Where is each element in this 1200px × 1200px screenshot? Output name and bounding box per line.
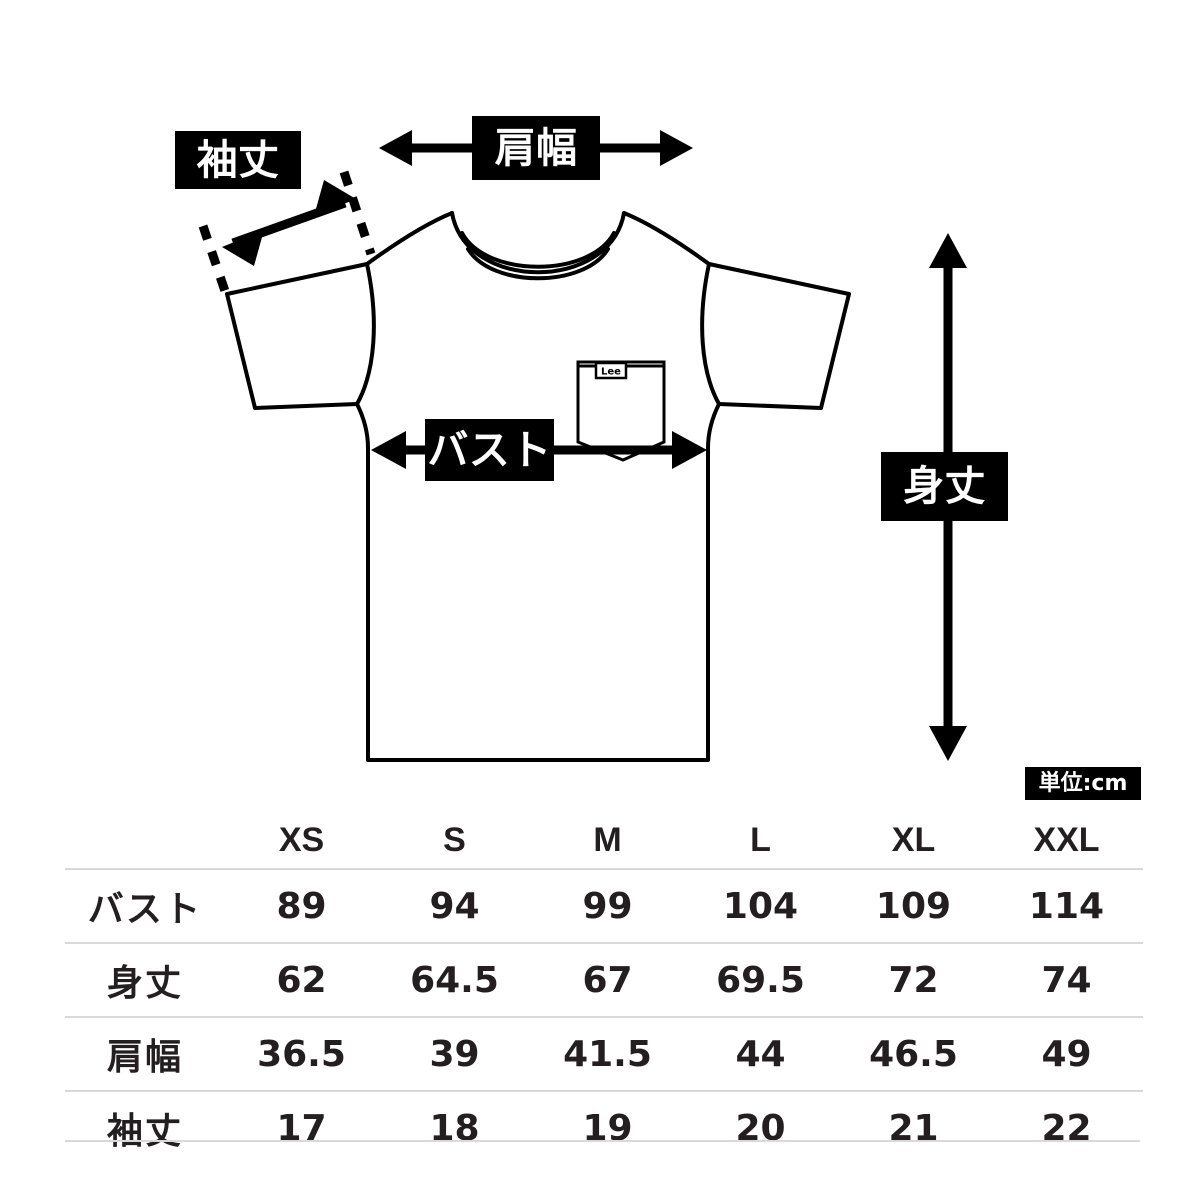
cell-bust-xs: 89 <box>225 868 378 943</box>
pocket-tag-label: Lee <box>601 367 621 378</box>
cell-length-s: 64.5 <box>378 942 531 1017</box>
cell-bust-s: 94 <box>378 868 531 943</box>
cell-sleeve-xxl: 22 <box>990 1090 1143 1164</box>
sleeve-length-arrow <box>222 180 356 266</box>
cell-bust-xl: 109 <box>837 868 990 943</box>
table-row: 身丈 62 64.5 67 69.5 72 74 <box>65 942 1143 1017</box>
callout-bust: バスト <box>425 419 554 481</box>
column-header-s: S <box>443 820 466 859</box>
cell-bust-xxl: 114 <box>990 868 1143 943</box>
row-label-body-length: 身丈 <box>65 942 225 1017</box>
callout-shoulder-width: 肩幅 <box>472 116 600 180</box>
column-header-l: L <box>750 820 771 859</box>
size-table: XS S M L XL XXL バスト 89 94 99 104 109 114… <box>65 812 1143 1164</box>
row-label-bust: バスト <box>65 868 225 943</box>
pocket-brand-tag: Lee <box>594 361 628 380</box>
sleeve-guide-outer <box>198 224 233 302</box>
table-row: 袖丈 17 18 19 20 21 22 <box>65 1090 1143 1164</box>
callout-sleeve-length: 袖丈 <box>175 131 301 189</box>
table-bottom-rule <box>65 1140 1140 1142</box>
cell-shoulder-xs: 36.5 <box>225 1016 378 1091</box>
cell-shoulder-s: 39 <box>378 1016 531 1091</box>
column-header-m: M <box>593 820 622 859</box>
collar <box>450 211 626 281</box>
cell-bust-l: 104 <box>684 868 837 943</box>
cell-sleeve-xl: 21 <box>837 1090 990 1164</box>
column-header-xs: XS <box>278 820 325 859</box>
cell-bust-m: 99 <box>531 868 684 943</box>
cell-length-l: 69.5 <box>684 942 837 1017</box>
unit-badge: 単位:cm <box>1025 767 1141 800</box>
cell-sleeve-s: 18 <box>378 1090 531 1164</box>
sleeve-guide-inner <box>339 170 376 256</box>
cell-shoulder-xl: 46.5 <box>837 1016 990 1091</box>
cell-length-xl: 72 <box>837 942 990 1017</box>
row-label-shoulder-width: 肩幅 <box>65 1016 225 1091</box>
cell-length-xs: 62 <box>225 942 378 1017</box>
callout-body-length: 身丈 <box>881 452 1008 521</box>
table-row: バスト 89 94 99 104 109 114 <box>65 868 1143 943</box>
column-header-xl: XL <box>891 820 936 859</box>
table-row: 肩幅 36.5 39 41.5 44 46.5 49 <box>65 1016 1143 1091</box>
table-corner-cell <box>65 812 225 869</box>
tshirt-outline <box>225 211 851 762</box>
cell-shoulder-m: 41.5 <box>531 1016 684 1091</box>
sleeve-length-guides <box>198 170 376 302</box>
tshirt-technical-drawing: Lee <box>198 130 967 762</box>
row-label-sleeve-length: 袖丈 <box>65 1090 225 1164</box>
garment-diagram: Lee 袖丈 <box>175 116 1141 800</box>
cell-sleeve-l: 20 <box>684 1090 837 1164</box>
cell-length-xxl: 74 <box>990 942 1143 1017</box>
cell-shoulder-xxl: 49 <box>990 1016 1143 1091</box>
column-header-xxl: XXL <box>1033 820 1100 859</box>
cell-sleeve-m: 19 <box>531 1090 684 1164</box>
cell-length-m: 67 <box>531 942 684 1017</box>
table-header-row: XS S M L XL XXL <box>65 812 1143 869</box>
cell-shoulder-l: 44 <box>684 1016 837 1091</box>
cell-sleeve-xs: 17 <box>225 1090 378 1164</box>
